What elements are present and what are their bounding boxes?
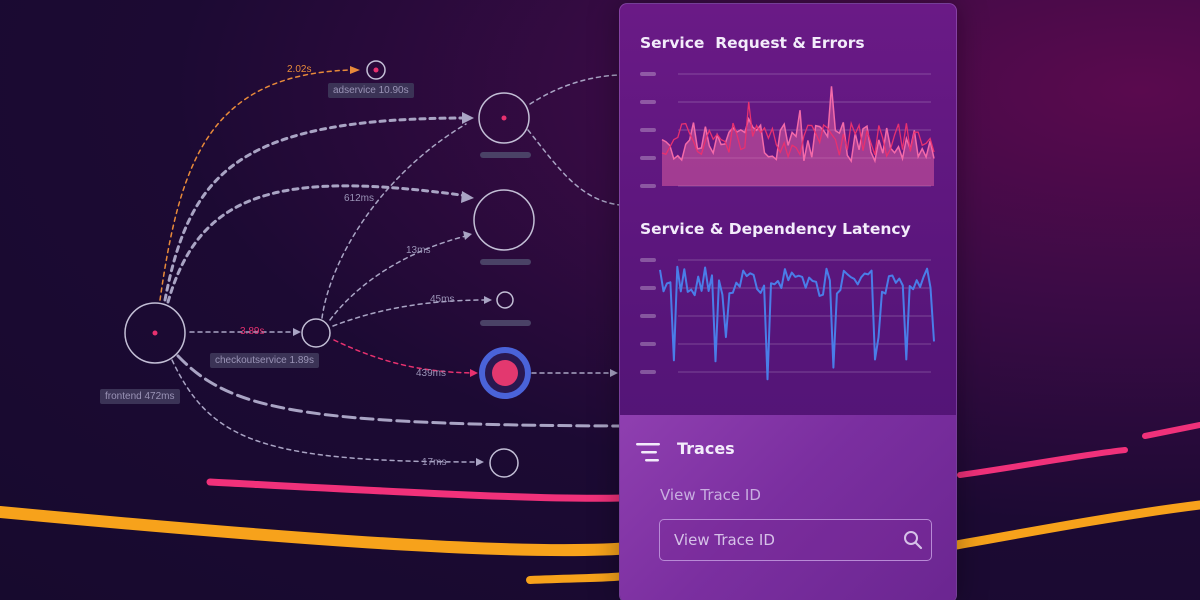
chart-tick-placeholder <box>640 184 656 188</box>
node-frontend-dot <box>152 330 158 336</box>
node-checkoutservice[interactable] <box>301 318 331 348</box>
node-service-1[interactable] <box>478 92 530 144</box>
swoosh-yellow <box>0 506 666 557</box>
node-adservice[interactable] <box>366 60 386 80</box>
latency-chart-title: Service & Dependency Latency <box>640 220 911 238</box>
edge-label-checkout: 3.89s <box>240 326 265 337</box>
edge-frontend-bottom <box>176 354 627 428</box>
node-service-3[interactable] <box>496 291 514 309</box>
edge-label-45: 45ms <box>430 294 455 305</box>
edge-service-1-down <box>527 129 621 206</box>
search-icon[interactable] <box>903 530 923 550</box>
edge-checkout-13 <box>329 235 467 321</box>
swoosh-yellow-right <box>935 500 1200 553</box>
trace-id-input[interactable] <box>660 520 900 559</box>
edge-label-13: 13ms <box>406 245 431 256</box>
latency-chart <box>640 258 935 381</box>
edge-label-17: 17ms <box>422 457 447 468</box>
chart-tick-placeholder <box>640 156 656 160</box>
errors-line <box>661 101 935 159</box>
list-icon <box>636 443 660 462</box>
node-label-frontend: frontend 472ms <box>100 389 180 404</box>
arrow-head <box>461 191 474 203</box>
chart-tick-placeholder <box>640 342 656 346</box>
node-service-1-dot <box>501 115 507 121</box>
edge-label-612: 612ms <box>344 193 375 204</box>
edge-label-adservice: 2.02s <box>287 64 312 75</box>
node-frontend[interactable] <box>124 302 186 364</box>
traces-title: Traces <box>677 439 735 458</box>
latency-line <box>659 265 935 381</box>
arrow-head <box>462 112 474 124</box>
chart-tick-placeholder <box>640 128 656 132</box>
requests-area <box>662 86 934 186</box>
service-details-panel: Service Request & Errors Service & Depen… <box>619 3 957 600</box>
node-service-2[interactable] <box>473 189 535 251</box>
edge-checkout-439 <box>333 339 473 374</box>
arrow-head <box>350 66 360 74</box>
chart-tick-placeholder <box>640 370 656 374</box>
node-adservice-dot <box>373 67 379 73</box>
arrow-head <box>463 231 472 240</box>
edge-checkout-45 <box>332 299 487 327</box>
chart-tick-placeholder <box>640 286 656 290</box>
swoosh-pink <box>206 478 626 502</box>
node-selected-core <box>492 360 518 386</box>
chart-tick-placeholder <box>640 258 656 262</box>
node-service-3-name-bar <box>480 320 531 326</box>
arrow-head <box>470 369 478 377</box>
node-service-2-name-bar <box>480 259 531 265</box>
node-service-5[interactable] <box>489 448 519 478</box>
edge-service-1-out <box>529 74 621 105</box>
requests-chart-title: Service Request & Errors <box>640 34 865 52</box>
swoosh-yellow-lower <box>526 572 629 584</box>
node-service-1-name-bar <box>480 152 531 158</box>
arrow-head <box>610 369 618 377</box>
swoosh-pink-right <box>957 447 1128 478</box>
node-label-checkoutservice: checkoutservice 1.89s <box>210 353 319 368</box>
edge-checkout-612 <box>321 123 467 319</box>
edge-frontend-adservice <box>159 69 351 301</box>
edge-frontend-service-2 <box>166 184 470 304</box>
arrow-head <box>484 296 492 304</box>
edge-label-439: 439ms <box>416 368 447 379</box>
arrow-head <box>476 458 484 466</box>
edge-frontend-service-1 <box>163 116 470 302</box>
trace-id-label: View Trace ID <box>660 486 761 504</box>
traces-section: Traces View Trace ID <box>620 415 956 600</box>
chart-tick-placeholder <box>640 314 656 318</box>
trace-id-search-box[interactable] <box>659 519 932 561</box>
chart-tick-placeholder <box>640 72 656 76</box>
chart-tick-placeholder <box>640 100 656 104</box>
swoosh-pink-far <box>1142 422 1200 439</box>
arrow-head <box>293 328 301 336</box>
edge-frontend-17ms <box>171 359 479 463</box>
node-label-adservice: adservice 10.90s <box>328 83 414 98</box>
requests-errors-chart <box>640 72 935 188</box>
